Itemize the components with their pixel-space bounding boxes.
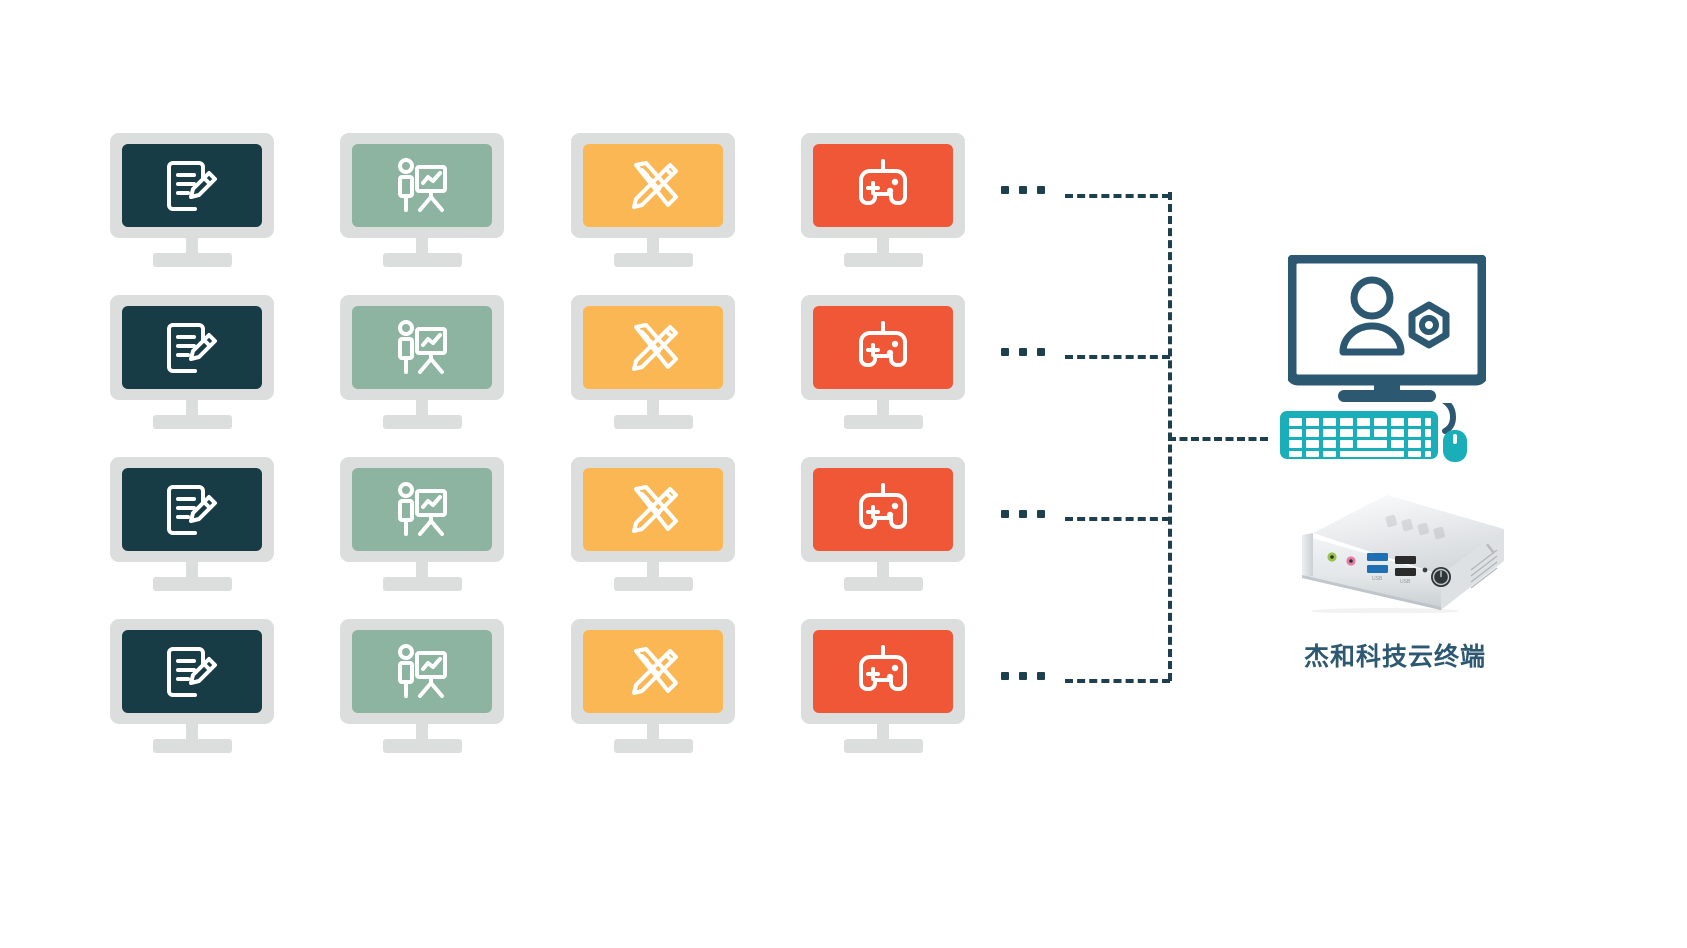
client-monitor-gaming[interactable] (801, 457, 965, 591)
monitor-base (614, 739, 693, 753)
monitor-screen (352, 306, 492, 389)
monitor-base (844, 739, 923, 753)
dashed-branch-row-4 (1065, 679, 1170, 683)
dashed-branch-row-2 (1065, 355, 1170, 359)
dashed-branch-row-3 (1065, 517, 1170, 521)
presentation-chart-icon (398, 157, 447, 212)
monitor-base (153, 415, 232, 429)
keyboard-mouse-group (1280, 392, 1495, 463)
document-edit-icon (167, 322, 217, 373)
client-monitor-training[interactable] (340, 457, 504, 591)
mini-pc-device: USB USB (1275, 483, 1507, 614)
monitor-base (383, 577, 462, 591)
client-monitor-gaming[interactable] (801, 295, 965, 429)
monitor-base (383, 415, 462, 429)
client-monitor-office[interactable] (110, 133, 274, 267)
keyboard-mouse-svg (1280, 392, 1467, 462)
user-gear-monitor-svg (1285, 252, 1489, 402)
monitor-base (153, 739, 232, 753)
client-monitor-office[interactable] (110, 457, 274, 591)
mini-pc-svg: USB USB (1302, 495, 1504, 614)
pencil-ruler-icon (632, 322, 678, 371)
monitor-screen (122, 306, 262, 389)
monitor-base (844, 577, 923, 591)
client-monitor-training[interactable] (340, 133, 504, 267)
ellipsis-row-3 (1001, 510, 1045, 518)
presentation-chart-icon (398, 481, 447, 536)
client-monitor-design[interactable] (571, 457, 735, 591)
monitor-base (153, 577, 232, 591)
monitor-base (844, 415, 923, 429)
monitor-base (383, 739, 462, 753)
client-monitor-design[interactable] (571, 619, 735, 753)
client-monitor-design[interactable] (571, 295, 735, 429)
monitor-screen (813, 144, 953, 227)
client-monitor-gaming[interactable] (801, 133, 965, 267)
monitor-base (614, 415, 693, 429)
client-monitor-gaming[interactable] (801, 619, 965, 753)
client-monitor-office[interactable] (110, 619, 274, 753)
dashed-branch-to-terminal (1168, 437, 1268, 441)
monitor-screen (813, 306, 953, 389)
pencil-ruler-icon (632, 646, 678, 695)
svg-text:USB: USB (1372, 576, 1383, 582)
document-edit-icon (167, 160, 217, 211)
monitor-screen (813, 468, 953, 551)
monitor-base (153, 253, 232, 267)
monitor-screen (813, 630, 953, 713)
document-edit-icon (167, 484, 217, 535)
presentation-chart-icon (398, 319, 447, 374)
monitor-screen (583, 306, 723, 389)
ellipsis-row-2 (1001, 348, 1045, 356)
document-edit-icon (167, 646, 217, 697)
monitor-base (614, 253, 693, 267)
monitor-screen (122, 144, 262, 227)
monitor-screen (352, 468, 492, 551)
monitor-screen (583, 144, 723, 227)
admin-monitor (1285, 252, 1489, 405)
dashed-trunk-vertical (1168, 192, 1172, 681)
svg-text:USB: USB (1400, 579, 1411, 585)
cloud-terminal-group[interactable]: USB USB 杰和科技云终端 (1280, 252, 1510, 715)
client-monitor-design[interactable] (571, 133, 735, 267)
client-monitor-office[interactable] (110, 295, 274, 429)
ellipsis-row-1 (1001, 186, 1045, 194)
monitor-screen (352, 630, 492, 713)
pencil-ruler-icon (632, 484, 678, 533)
ellipsis-row-4 (1001, 672, 1045, 680)
terminal-label: 杰和科技云终端 (1303, 642, 1486, 671)
game-controller-icon (859, 482, 907, 529)
client-monitor-training[interactable] (340, 619, 504, 753)
monitor-screen (583, 630, 723, 713)
monitor-screen (122, 468, 262, 551)
presentation-chart-icon (398, 643, 447, 698)
game-controller-icon (859, 644, 907, 691)
monitor-base (614, 577, 693, 591)
monitor-screen (122, 630, 262, 713)
game-controller-icon (859, 320, 907, 367)
monitor-base (844, 253, 923, 267)
pencil-ruler-icon (632, 160, 678, 209)
dashed-branch-row-1 (1065, 194, 1170, 198)
game-controller-icon (859, 158, 907, 205)
monitor-screen (583, 468, 723, 551)
client-monitor-training[interactable] (340, 295, 504, 429)
monitor-screen (352, 144, 492, 227)
monitor-base (383, 253, 462, 267)
